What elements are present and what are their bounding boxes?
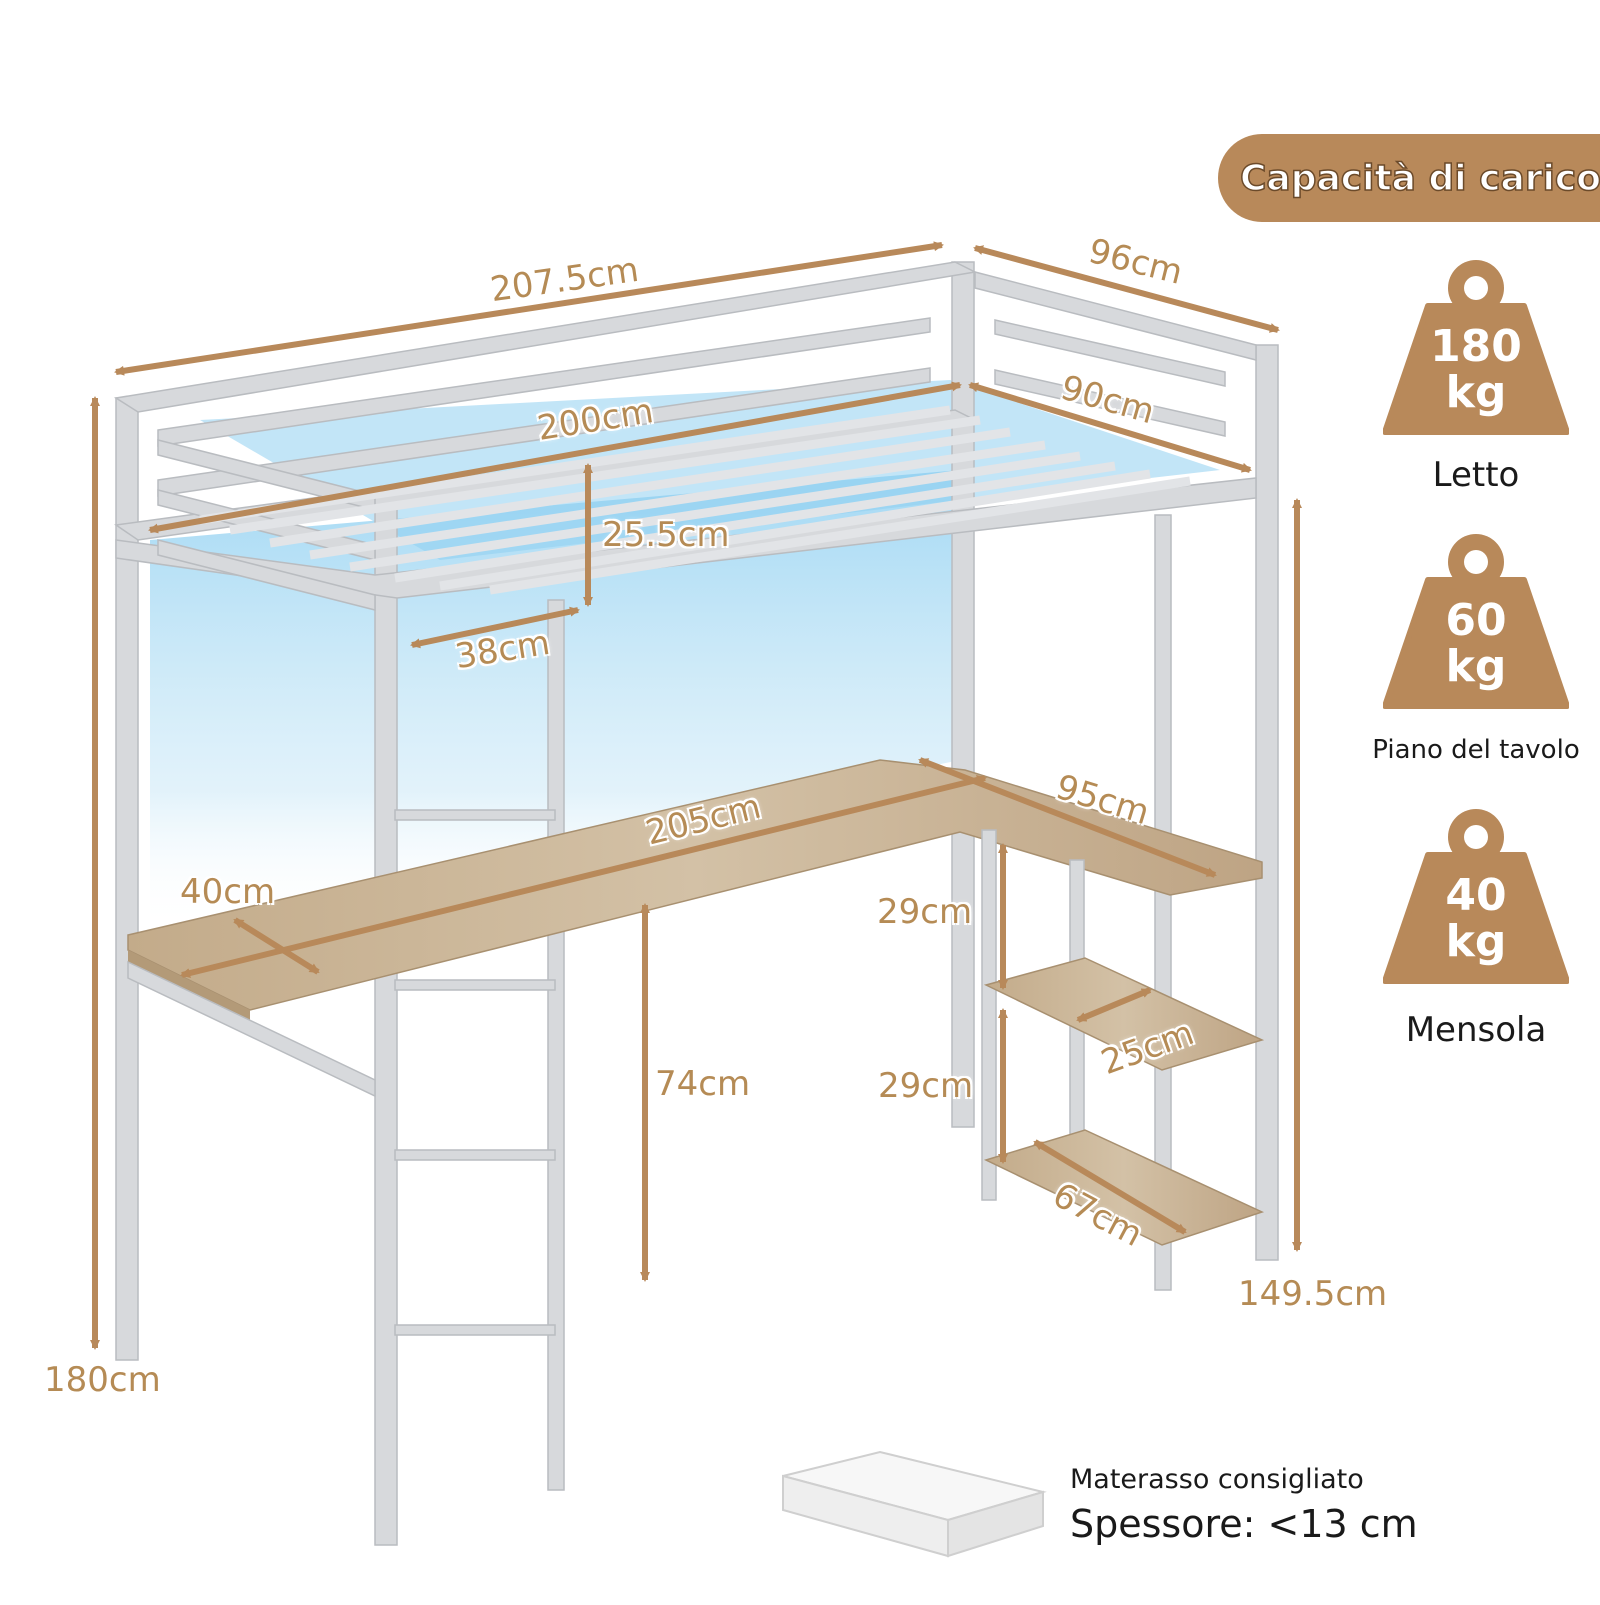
capacity-label-desk: Piano del tavolo [1372, 735, 1580, 765]
dim-shelf-gap-lower: 29cm [878, 1066, 974, 1106]
capacity-unit: kg [1445, 916, 1507, 967]
dim-total-height: 180cm [44, 1360, 161, 1400]
load-capacity-banner: Capacità di carico [1218, 134, 1600, 222]
weight-icon [1383, 534, 1569, 709]
capacity-shelf: 40 kg [1383, 807, 1569, 987]
capacity-label-bed: Letto [1432, 455, 1520, 495]
capacity-value: 40 [1445, 870, 1507, 921]
mattress-thickness: Spessore: <13 cm [1070, 1502, 1418, 1546]
capacity-label-shelf: Mensola [1405, 1010, 1547, 1050]
banner-title: Capacità di carico [1239, 157, 1600, 200]
mattress-title: Materasso consigliato [1070, 1464, 1364, 1495]
capacity-unit: kg [1445, 367, 1507, 418]
dim-guardrail-height: 25.5cm [602, 515, 730, 555]
capacity-desk: 60 kg [1383, 532, 1569, 712]
capacity-value: 60 [1445, 595, 1507, 646]
capacity-bed: 180 kg [1383, 258, 1569, 438]
capacity-value: 180 [1430, 321, 1522, 372]
dim-desk-depth: 40cm [180, 872, 276, 912]
dim-desk-height: 74cm [655, 1064, 751, 1104]
dim-shelf-gap-upper: 29cm [877, 892, 973, 932]
dim-underside-height: 149.5cm [1238, 1274, 1388, 1314]
mattress-image [782, 1450, 1047, 1558]
dimension-arrows [90, 241, 1302, 1350]
weight-icon [1383, 260, 1569, 435]
weight-icon [1383, 809, 1569, 984]
capacity-unit: kg [1445, 641, 1507, 692]
